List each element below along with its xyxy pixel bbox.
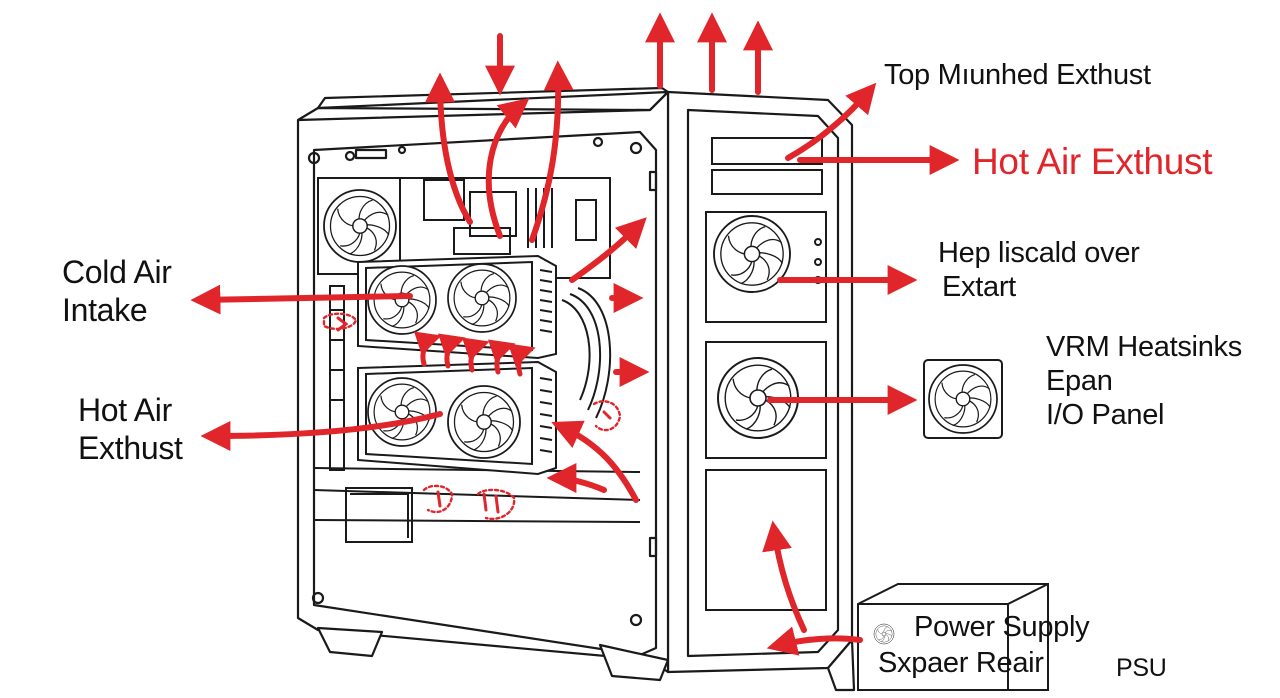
power-supply-box (857, 583, 1049, 691)
hot-air-exhaust-left-label: Hot Air Exthust (78, 392, 183, 468)
hot-air-exhaust-left-line2: Exthust (78, 429, 183, 466)
psu-cutout (345, 487, 413, 543)
spare-rear-label: Sxpaer Reair (878, 647, 1044, 679)
psu-label: PSU (1116, 654, 1167, 682)
psu-intake-arrow-up (762, 520, 807, 633)
top-curl-arrow-mid (485, 97, 530, 239)
hot-air-exhaust-right-label: Hot Air Exthust (972, 141, 1213, 182)
gpu-upper-fan-2 (447, 263, 517, 333)
top-mounted-exhaust-arrow (785, 82, 877, 161)
gpu-upper-out-arrow (569, 217, 647, 283)
psu-fan-icon (873, 623, 895, 645)
airflow-arrows (190, 12, 960, 656)
hep-exhaust-label-line2: Extart (942, 271, 1016, 304)
hep-exhaust-label-line1: Hep liscald over (938, 237, 1140, 269)
gpu-lower-fan-1 (367, 377, 437, 447)
hot-air-exhaust-left-arrow (200, 411, 443, 451)
cold-air-intake-line2: Intake (62, 291, 148, 328)
front-drive-bays (705, 137, 827, 611)
rear-exhaust-fan (323, 189, 397, 263)
cold-air-intake-arrow (190, 284, 413, 315)
psu-exhaust-arrow-left (766, 626, 863, 656)
vrm-label-line3: I/O Panel (1046, 399, 1165, 432)
shroud-curl-arrow (546, 463, 607, 494)
case-foot-right (598, 643, 670, 682)
cold-air-intake-label: Cold Air Intake (62, 254, 172, 330)
gpu-upper-fan-1 (367, 265, 437, 335)
vrm-label-line1: VRM Heatsinks (1046, 331, 1242, 363)
power-supply-label: Power Supply (914, 611, 1090, 643)
hot-air-exhaust-left-line1: Hot Air (78, 392, 172, 428)
cold-air-intake-line1: Cold Air (62, 254, 172, 290)
case-foot-left (316, 626, 384, 658)
top-mounted-exhaust-label: Top Mıunhed Exthust (884, 59, 1151, 91)
external-fan-blades (928, 364, 998, 434)
gpu-lower-curl-arrow (551, 420, 639, 503)
vrm-label: VRM Heatsinks Epan I/O Panel (1046, 330, 1242, 433)
case-foot-front (826, 638, 856, 692)
vrm-label-line2: Epan (1046, 365, 1113, 398)
gpu-lower-fan-2 (447, 385, 521, 459)
top-curl-arrow-left (425, 72, 473, 225)
io-shield (329, 285, 345, 471)
top-curl-arrow-right (529, 60, 574, 243)
hep-exhaust-label: Hep liscald over Extart (938, 236, 1140, 304)
